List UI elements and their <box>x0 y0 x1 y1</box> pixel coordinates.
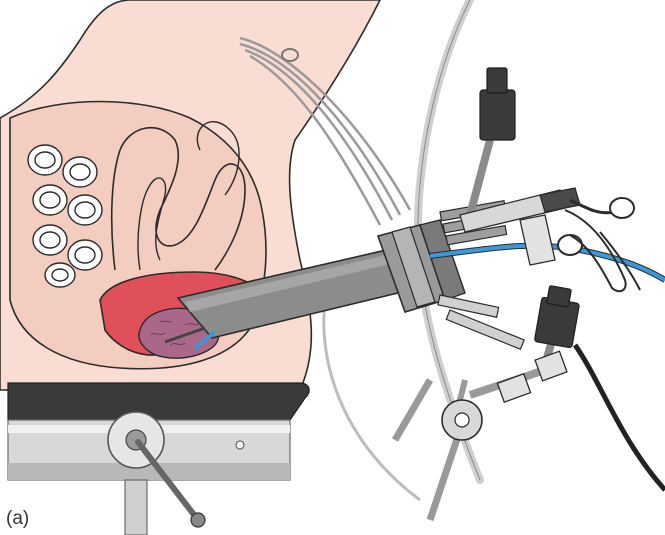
holding-arm <box>395 351 567 520</box>
port-handles <box>438 295 524 349</box>
table-clamp-lever-ball <box>191 513 205 527</box>
telescope-cap <box>487 68 507 93</box>
lower-scope-cap <box>547 286 572 308</box>
arm-joint-center <box>455 413 469 427</box>
scissor-handles <box>558 198 640 291</box>
table-post <box>125 480 147 535</box>
light-cable <box>575 345 665 490</box>
table-pad <box>8 383 309 420</box>
side-cable <box>324 300 420 500</box>
table-screw <box>236 441 244 449</box>
panel-label: (a) <box>6 508 29 530</box>
telescope-body <box>480 90 515 140</box>
